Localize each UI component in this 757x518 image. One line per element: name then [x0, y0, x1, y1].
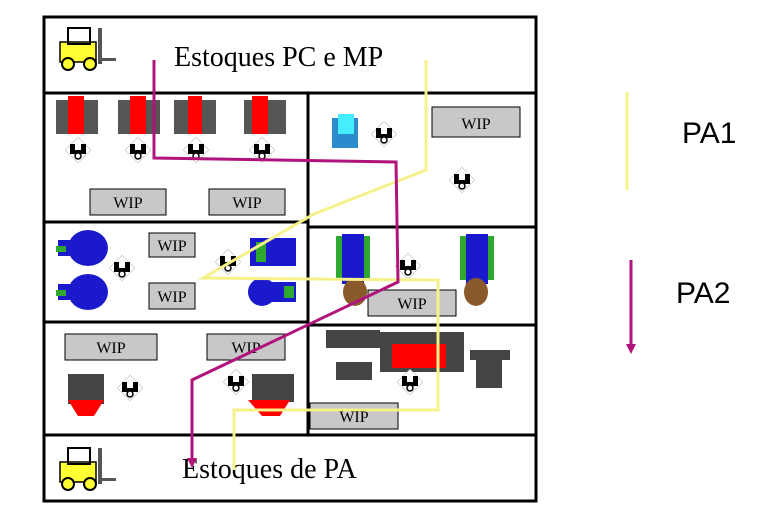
- machine-cyan: [332, 114, 476, 194]
- wip-boxes: WIP WIP WIP WIP WIP WIP WIP WIP WIP: [64, 106, 521, 430]
- wip-box: WIP: [309, 402, 399, 430]
- forklift-icon-bottom: [59, 447, 117, 491]
- wip-label: WIP: [231, 340, 260, 357]
- legend: PA1 PA2: [625, 92, 736, 354]
- wip-box: WIP: [431, 106, 521, 138]
- wip-label: WIP: [461, 116, 490, 133]
- wip-box: WIP: [206, 333, 286, 361]
- wip-box: WIP: [148, 232, 196, 258]
- pa1-flow-path: [197, 60, 440, 470]
- top-storage-label: Estoques PC e MP: [174, 42, 383, 73]
- wip-label: WIP: [113, 195, 142, 212]
- machine-press-red: [326, 330, 510, 396]
- wip-label: WIP: [157, 289, 186, 306]
- machine-group-blue-right: [214, 238, 296, 306]
- machine-group-red-bottom: [68, 368, 294, 416]
- legend-pa2-label: PA2: [676, 277, 730, 310]
- wip-label: WIP: [339, 409, 368, 426]
- bottom-storage-label: Estoques de PA: [182, 454, 358, 485]
- pa2-flow-path: [152, 60, 400, 464]
- wip-box: WIP: [89, 188, 167, 216]
- legend-pa2-arrowhead: [626, 344, 636, 354]
- wip-label: WIP: [397, 296, 426, 313]
- wip-box: WIP: [148, 282, 196, 310]
- wip-box: WIP: [208, 188, 286, 216]
- legend-pa1-label: PA1: [682, 117, 736, 150]
- wip-label: WIP: [157, 238, 186, 255]
- wip-box: WIP: [367, 289, 457, 317]
- machine-group-red-top: [56, 96, 286, 164]
- wip-label: WIP: [232, 195, 261, 212]
- wip-box: WIP: [64, 333, 158, 361]
- machine-group-blue-left: [56, 230, 136, 310]
- layout-walls: [42, 15, 538, 503]
- pa2-arrowhead: [187, 458, 197, 468]
- wip-label: WIP: [96, 340, 125, 357]
- forklift-icon-top: [59, 27, 117, 71]
